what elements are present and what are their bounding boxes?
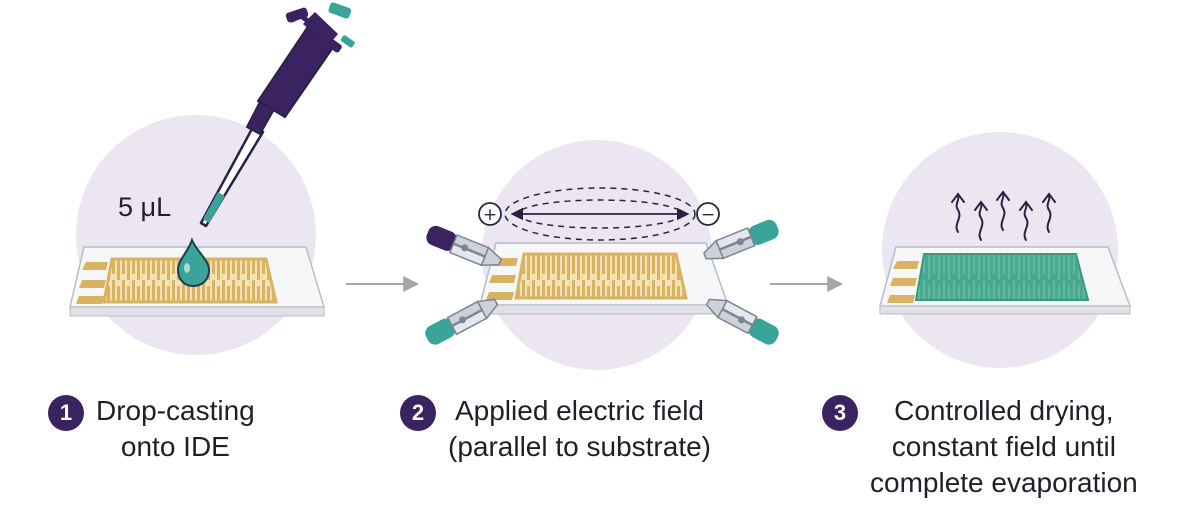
vapor-arrow-icon (951, 190, 1056, 241)
step3-caption-line: Controlled drying, (894, 395, 1114, 426)
svg-text:+: + (483, 205, 497, 225)
step1-caption-line: Drop-casting (96, 395, 255, 426)
step2-caption: 2 Applied electric field (parallel to su… (400, 393, 711, 465)
positive-terminal-icon: + (478, 202, 502, 226)
step2-number-badge: 2 (400, 395, 436, 431)
volume-label: 5 μL (118, 192, 172, 222)
alligator-clip-icon (702, 219, 779, 260)
step1-caption-line: onto IDE (120, 431, 230, 462)
step2-caption-line: (parallel to substrate) (448, 431, 712, 462)
dried-film (914, 253, 1090, 301)
step3-caption: 3 Controlled drying, constant field unti… (822, 393, 1138, 501)
step1-caption: 1 Drop-casting onto IDE (48, 393, 255, 465)
step3-caption-line: constant field until (891, 431, 1116, 462)
alligator-clip-icon (705, 298, 779, 345)
step1-background-circle (76, 115, 316, 355)
field-lines-icon (504, 187, 696, 241)
pipette-icon (199, 2, 355, 228)
alligator-clip-icon (425, 298, 499, 345)
step3-number-badge: 3 (822, 395, 858, 431)
negative-terminal-icon: − (696, 202, 720, 226)
step2-ide-electrode (514, 252, 688, 300)
step1-number-badge: 1 (48, 395, 84, 431)
step3-caption-line: complete evaporation (870, 467, 1138, 498)
droplet-icon (176, 237, 211, 288)
alligator-clip-icon (426, 225, 503, 267)
step2-caption-line: Applied electric field (454, 395, 705, 426)
svg-text:−: − (701, 205, 715, 225)
